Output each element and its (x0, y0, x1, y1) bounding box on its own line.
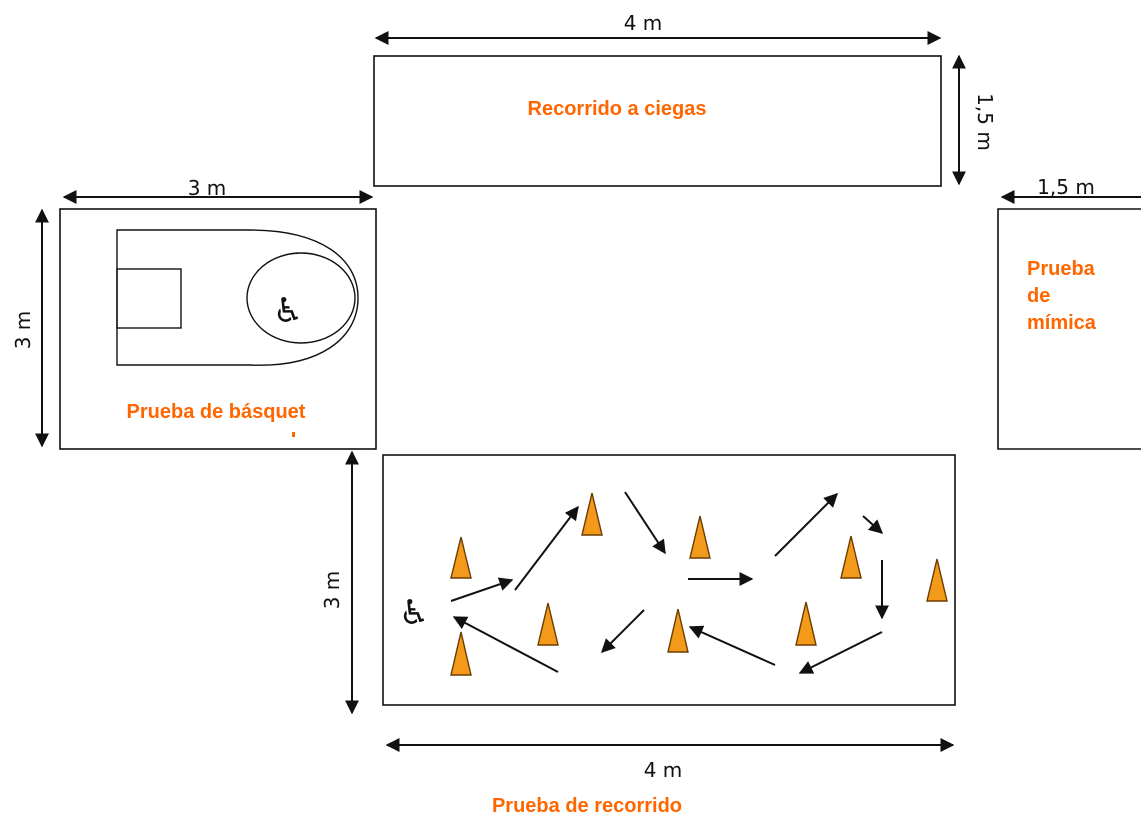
mime-zone: 1,5 m Prueba de mímica (997, 175, 1141, 450)
blind-walk-height-label: 1,5 m (973, 93, 997, 151)
traffic-cone-icon (537, 602, 559, 646)
blind-walk-box (373, 55, 942, 187)
basketball-box (59, 208, 377, 450)
wheelchair-icon: ♿ (273, 291, 303, 331)
traffic-cone-icon (450, 631, 472, 676)
traffic-cone-icon (926, 558, 948, 602)
wheelchair-icon: ♿ (399, 593, 429, 633)
course-zone: 3 m 4 m Prueba de recorrido ♿ (320, 450, 956, 817)
traffic-cone-icon (840, 535, 862, 579)
arrow-icon (798, 631, 883, 674)
mime-box (997, 208, 1141, 450)
arrow-icon (514, 505, 579, 591)
basketball-width-label: 3 m (188, 176, 227, 200)
traffic-cone-icon (795, 601, 817, 646)
basketball-key-area (116, 268, 182, 329)
course-width-label: 4 m (644, 758, 683, 782)
basketball-court-outline (116, 229, 359, 366)
arrow-icon (450, 577, 514, 602)
mime-label-line-2: de (1027, 285, 1050, 307)
arrow-icon (624, 491, 666, 555)
course-box (382, 454, 956, 706)
traffic-cone-icon (450, 536, 472, 579)
mime-width-label: 1,5 m (1037, 175, 1095, 199)
mime-label-line-3: mímica (1027, 312, 1097, 334)
basketball-label: Prueba de básquet (127, 401, 306, 423)
basketball-height-label: 3 m (11, 311, 35, 350)
traffic-cone-icon (581, 492, 603, 536)
traffic-cone-icon (689, 515, 711, 559)
blind-walk-width-label: 4 m (624, 11, 663, 35)
blind-walk-label: Recorrido a ciegas (528, 98, 707, 120)
arrow-icon (862, 515, 884, 534)
arrow-icon (688, 625, 776, 666)
course-label: Prueba de recorrido (492, 795, 682, 817)
basketball-center-circle (246, 252, 356, 344)
course-height-label: 3 m (320, 571, 344, 610)
traffic-cone-icon (667, 608, 689, 653)
arrow-icon (774, 493, 838, 557)
blind-walk-zone: 4 m Recorrido a ciegas 1,5 m (373, 11, 997, 187)
orange-dot (292, 432, 295, 437)
arrow-icon (452, 616, 559, 673)
mime-label-line-1: Prueba (1027, 258, 1096, 280)
arrow-icon (601, 609, 645, 653)
basketball-zone: 3 m 3 m ♿ Prueba de básquet (11, 176, 377, 450)
